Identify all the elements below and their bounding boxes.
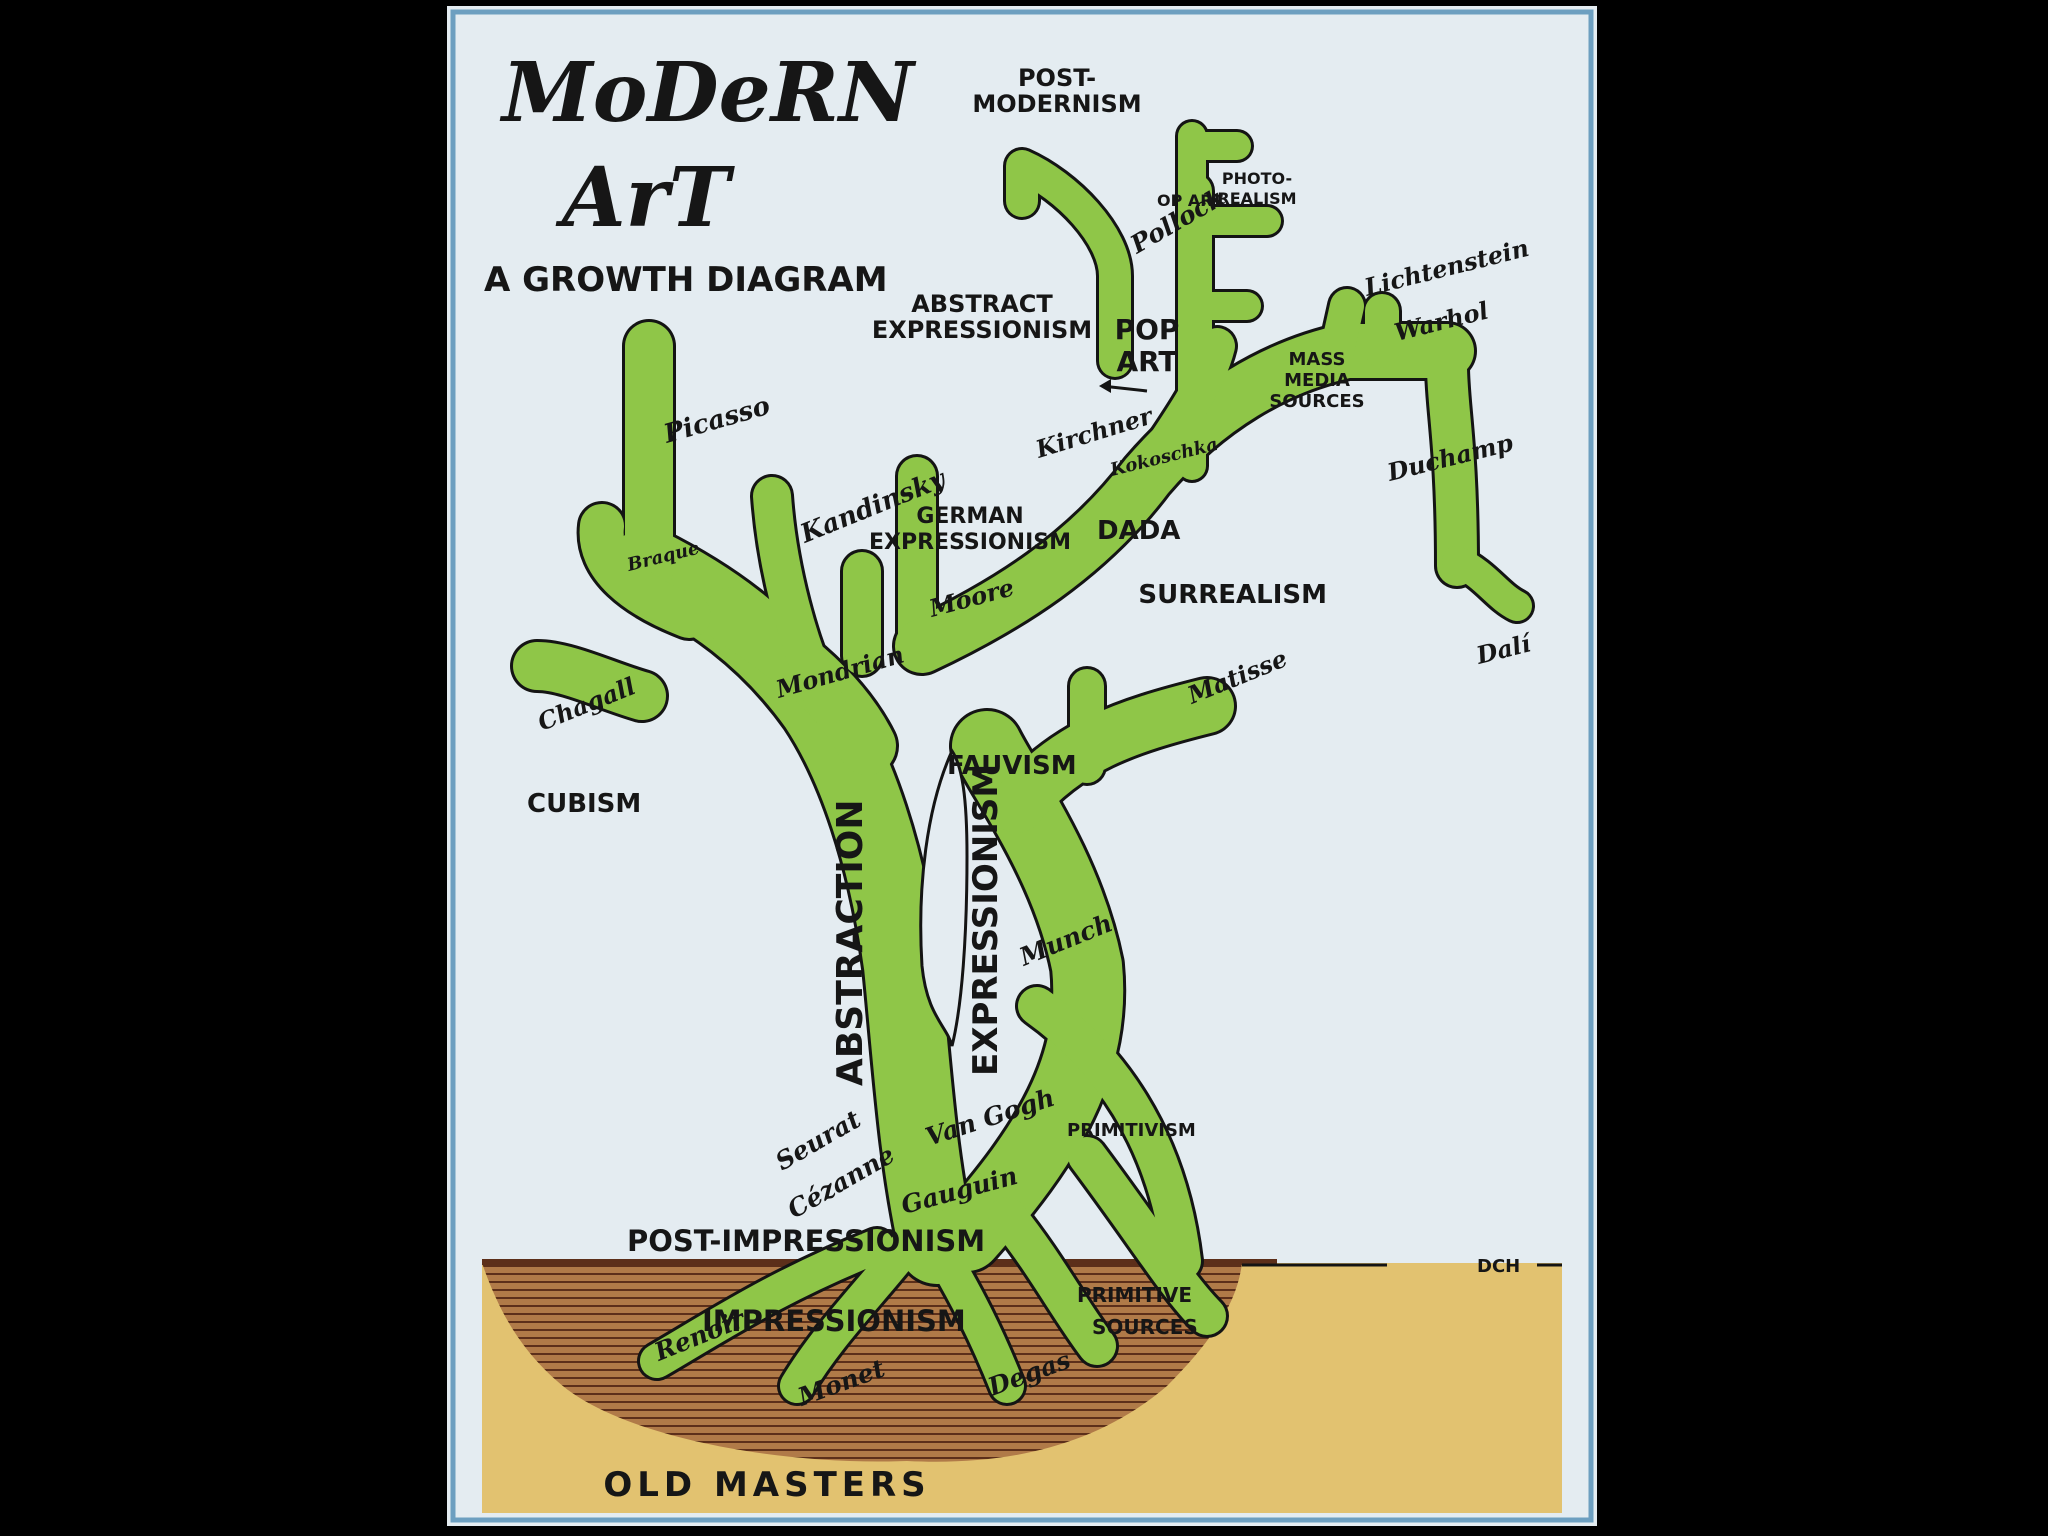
title-line-2: ArT [555, 150, 735, 246]
photo-realism-label-1: PHOTO- [1222, 169, 1292, 188]
german-expressionism-label-2: EXPRESSIONISM [869, 530, 1071, 555]
primitivism-label: PRIMITIVISM [1067, 1120, 1196, 1141]
subtitle: A GROWTH DIAGRAM [484, 260, 888, 300]
mass-media-label-2: MEDIA [1284, 370, 1350, 391]
pop-art-label-1: POP [1115, 313, 1180, 346]
abstract-expressionism-label-1: ABSTRACT [911, 290, 1053, 318]
tree-fill [513, 122, 1532, 1403]
dada-label: DADA [1097, 516, 1180, 546]
old-masters-label: OLD MASTERS [603, 1465, 930, 1505]
impressionism-label: IMPRESSIONISM [702, 1304, 966, 1338]
fauvism-label: FAUVISM [947, 751, 1077, 781]
signature: DCH [1477, 1256, 1520, 1277]
primitive-sources-label-1: PRIMITIVE [1077, 1283, 1192, 1307]
post-modernism-label-1: POST- [1018, 64, 1096, 92]
expressionism-label: EXPRESSIONISM [966, 764, 1006, 1076]
poster-frame [450, 9, 1594, 1523]
post-modernism-label-2: MODERNISM [972, 90, 1141, 118]
mass-media-arrow-head [1099, 379, 1111, 393]
abstraction-label: ABSTRACTION [830, 800, 871, 1086]
diagram-poster: MoDeRN ArT A GROWTH DIAGRAM POST- MODERN… [447, 6, 1597, 1526]
abstract-expressionism-label-2: EXPRESSIONISM [872, 316, 1092, 344]
mass-media-label-1: MASS [1289, 349, 1346, 370]
post-impressionism-label: POST-IMPRESSIONISM [627, 1224, 985, 1258]
photo-realism-label-2: REALISM [1217, 189, 1296, 208]
pop-art-label-2: ART [1116, 345, 1177, 378]
title-line-1: MoDeRN [499, 45, 917, 141]
german-expressionism-label-1: GERMAN [916, 504, 1023, 529]
growth-diagram: MoDeRN ArT A GROWTH DIAGRAM POST- MODERN… [447, 6, 1597, 1526]
op-art-label: OP ART [1157, 191, 1223, 210]
surrealism-label: SURREALISM [1138, 580, 1327, 610]
cubism-label: CUBISM [527, 789, 641, 819]
primitive-sources-label-2: SOURCES [1092, 1315, 1198, 1339]
mass-media-label-3: SOURCES [1269, 391, 1364, 412]
trunk-gap [919, 747, 969, 1047]
